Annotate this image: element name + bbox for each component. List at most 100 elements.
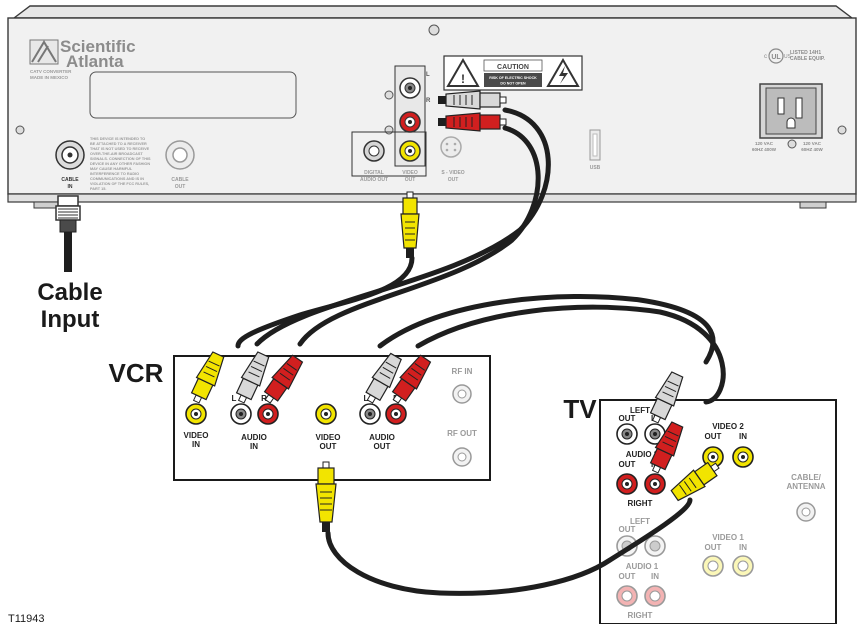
set-top-box: Scientific Atlanta CATV CONVERTER MADE I…: [7, 5, 857, 209]
audio-right-out-jack[interactable]: [399, 111, 421, 133]
screw-icon: [384, 125, 394, 135]
tv-cable-antenna-label-1: CABLE/: [791, 473, 822, 482]
red-rca-plug: [391, 354, 432, 404]
tv: TV LEFT OUT IN AUDIO 2 OUT IN RIGHT VIDE…: [563, 394, 837, 624]
yellow-rca-plug: [315, 461, 337, 532]
red-rca-plug: [649, 421, 684, 474]
vcr-audio-in-right-jack[interactable]: [257, 403, 279, 425]
fcc-notice-line: THAT IS NOT USED TO RECEIVE: [90, 147, 150, 151]
tv-video1-in-jack[interactable]: [732, 555, 754, 577]
listed-line1: LISTED 14H1: [790, 50, 821, 56]
tv-audio1-right-out-jack[interactable]: [616, 585, 638, 607]
fcc-notice-line: DEVICE IN ANY OTHER FASHION: [90, 162, 150, 166]
tv-video1-out-label: OUT: [705, 543, 722, 552]
caution-label: ! CAUTION RISK OF ELECTRIC SHOCK DO NOT …: [443, 55, 583, 91]
vcr-audio-out-l-label: L: [364, 394, 369, 403]
set-top-rear-panel: [7, 17, 857, 195]
set-top-video-out-label-1: VIDEO: [402, 170, 418, 176]
screw-icon: [428, 24, 440, 36]
white-rca-plug: [365, 352, 402, 404]
yellow-rca-plug: [400, 191, 420, 258]
fcc-notice: THIS DEVICE IS INTENDED TO BE ATTACHED T…: [90, 137, 151, 191]
listed-line2: CABLE EQUIP.: [790, 56, 826, 62]
tv-audio2-left-in-jack[interactable]: [644, 423, 666, 445]
yellow-rca-plug: [670, 461, 720, 502]
fcc-notice-line: BE ATTACHED TO A RECEIVER: [90, 142, 147, 146]
s-video-out-label-2: OUT: [448, 177, 459, 183]
cable-in-connector[interactable]: [55, 140, 85, 170]
coax-cable-plug: [55, 195, 81, 272]
set-top-video-out-jack[interactable]: [399, 140, 421, 162]
vcr-audio-out-right-jack[interactable]: [385, 403, 407, 425]
cable-input-label-line2: Input: [41, 306, 100, 333]
tv-cable-antenna-connector[interactable]: [796, 502, 816, 522]
tv-video2-in-label: IN: [739, 432, 747, 441]
fcc-notice-line: PART 15.: [90, 187, 106, 191]
tv-audio2-right-in-jack[interactable]: [644, 473, 666, 495]
digital-audio-out-jack[interactable]: [363, 140, 385, 162]
tv-cable-antenna-label-2: ANTENNA: [786, 482, 825, 491]
vcr-rf-out-connector[interactable]: [452, 447, 472, 467]
usb-port[interactable]: [589, 129, 601, 161]
vcr-video-in-label-2: IN: [192, 440, 200, 449]
screw-icon: [787, 139, 797, 149]
warning-exclamation-icon: [446, 57, 480, 87]
ul-listed-icon: [768, 48, 784, 64]
vcr-audio-in-l-label: L: [232, 394, 237, 403]
vcr-audio-in-left-jack[interactable]: [230, 403, 252, 425]
vcr-video-in-jack[interactable]: [185, 403, 207, 425]
audio-l-label: L: [426, 72, 430, 78]
power-right-line2: 60HZ 40W: [801, 147, 823, 152]
model-line1: CATV CONVERTER: [30, 69, 72, 74]
vcr-audio-in-r-label: R: [261, 394, 267, 403]
vcr-video-out-label-2: OUT: [320, 442, 337, 451]
brand-name-line1: Scientific: [60, 37, 136, 56]
tv-video1-label: VIDEO 1: [712, 533, 744, 542]
red-rca-plug: [438, 112, 507, 132]
vcr-audio-out-label-2: OUT: [374, 442, 391, 451]
s-video-out-label-1: S - VIDEO: [441, 170, 464, 176]
vcr-audio-out-left-jack[interactable]: [359, 403, 381, 425]
tv-audio2-left-out-jack[interactable]: [616, 423, 638, 445]
vcr: VCR VIDEO IN L R AUDIO IN VIDEO OUT: [109, 355, 491, 481]
caution-line2: DO NOT OPEN: [500, 82, 526, 86]
usb-label: USB: [590, 165, 601, 171]
vcr-video-out-jack[interactable]: [315, 403, 337, 425]
ul-us-mark: US: [784, 54, 792, 60]
fcc-notice-line: SIGNALS. CONNECTION OF THIS: [90, 157, 151, 161]
cable-out-label-2: OUT: [175, 184, 186, 190]
tv-audio1-label: AUDIO 1: [626, 562, 659, 571]
cable-white-vcr-to-tv: [377, 293, 716, 365]
tv-audio1-right-in-jack[interactable]: [644, 585, 666, 607]
white-rca-plug: [438, 90, 507, 110]
tv-video2-in-jack[interactable]: [732, 446, 754, 468]
tv-right-upper-label: RIGHT: [628, 499, 653, 508]
figure-id: T11943: [8, 613, 45, 624]
screw-icon: [15, 125, 25, 135]
tv-video2-label: VIDEO 2: [712, 422, 744, 431]
white-rca-plug: [235, 351, 270, 404]
cable-out-label-1: CABLE: [171, 177, 189, 183]
cable-out-connector[interactable]: [165, 140, 195, 170]
tv-audio2-right-out-jack[interactable]: [616, 473, 638, 495]
cable-in-label-1: CABLE: [61, 177, 79, 183]
tv-video1-out-jack[interactable]: [702, 555, 724, 577]
tv-video2-out-label: OUT: [705, 432, 722, 441]
tv-title: TV: [563, 394, 597, 424]
s-video-out-jack[interactable]: [440, 136, 462, 158]
tv-out-lower-label: OUT: [619, 525, 636, 534]
cable-red-vcr-to-tv: [415, 304, 726, 405]
audio-left-out-jack[interactable]: [399, 77, 421, 99]
screw-icon: [837, 125, 847, 135]
tv-right-lower-label: RIGHT: [628, 611, 653, 620]
tv-out-upper-label: OUT: [619, 414, 636, 423]
tv-audio2-label: AUDIO 2: [626, 450, 659, 459]
model-line2: MADE IN MEXICO: [30, 75, 69, 80]
tv-audio1-in-label: IN: [651, 572, 659, 581]
vcr-rf-in-connector[interactable]: [452, 384, 472, 404]
tv-audio1-left-in-jack[interactable]: [644, 535, 666, 557]
tv-out-mid-label: OUT: [619, 460, 636, 469]
vcr-rf-out-label: RF OUT: [447, 429, 477, 438]
ul-c-mark: c: [764, 54, 767, 60]
yellow-rca-plug: [190, 351, 225, 404]
